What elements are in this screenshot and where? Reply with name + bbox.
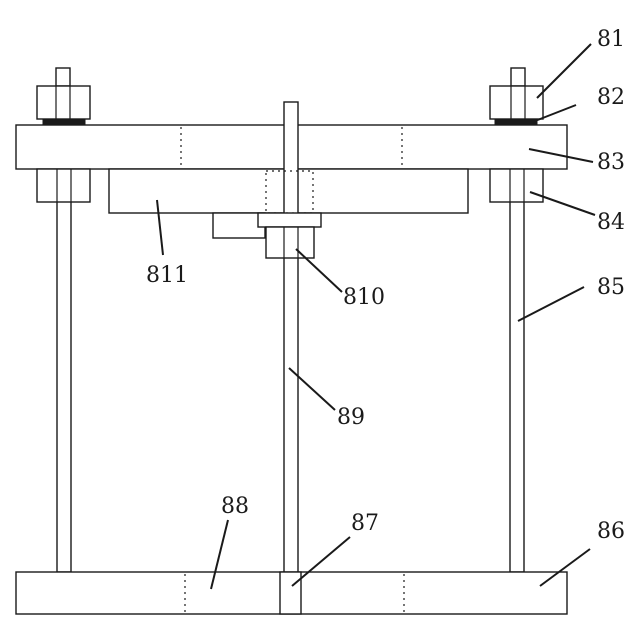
left-guide-rod [57,198,71,572]
right-lower-nut [490,169,543,202]
leader-84 [530,192,595,215]
central-screw-rod [284,102,298,573]
label-811: 811 [146,263,188,288]
leader-85 [518,287,584,321]
drive-nut [266,227,314,258]
label-85: 85 [597,275,625,300]
label-89: 89 [337,405,365,430]
leader-810 [296,249,342,292]
right-top-nut [490,86,543,119]
left-rod-top-stub [56,68,70,86]
label-84: 84 [597,210,625,235]
right-guide-rod [510,198,524,572]
right-rod-top-stub [511,68,525,86]
label-83: 83 [597,150,625,175]
label-88: 88 [221,494,249,519]
right-washer [495,119,537,125]
label-810: 810 [343,285,385,310]
label-86: 86 [597,519,625,544]
label-82: 82 [597,85,625,110]
label-81: 81 [597,27,625,52]
side-bracket [213,213,265,238]
flange [258,213,321,227]
leader-81 [537,44,591,98]
left-top-nut [37,86,90,119]
label-87: 87 [351,511,379,536]
bottom-center-insert [280,572,301,614]
left-lower-nut [37,169,90,202]
left-washer [43,119,85,125]
